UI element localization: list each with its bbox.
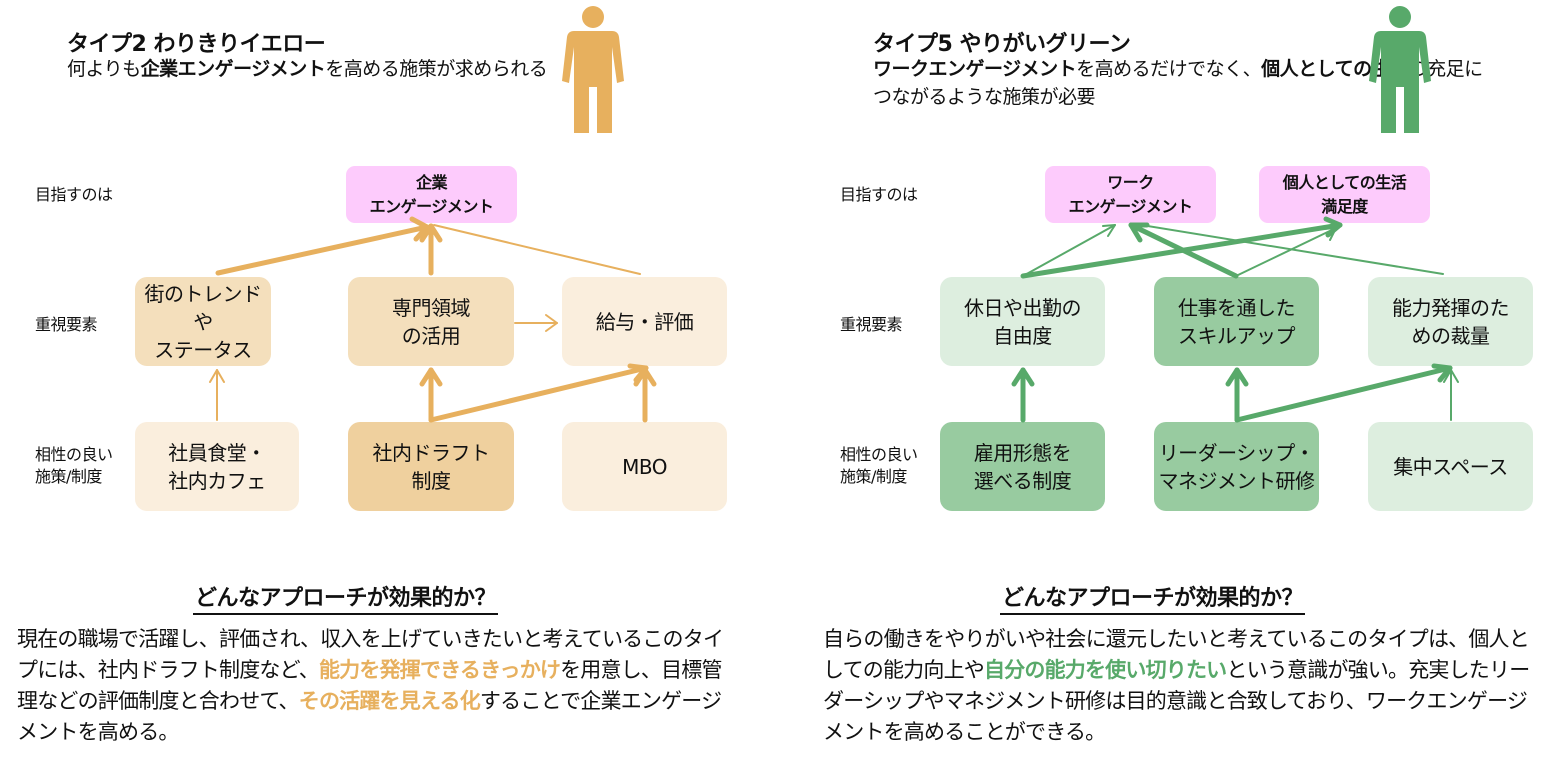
arrow-employment-to-holiday — [1011, 367, 1035, 423]
approach-heading: どんなアプローチが効果的か？ — [193, 580, 499, 615]
subtitle-text: を高めるだけでなく、 — [1076, 58, 1262, 80]
approach-description: 自らの働きをやりがいや社会に還元したいと考えているこのタイプは、個人としての能力… — [823, 624, 1533, 748]
measure-box: 雇用形態を 選べる制度 — [940, 422, 1105, 511]
arrow-draft-to-expertise — [419, 367, 443, 423]
subtitle-bold: ワークエンゲージメント — [873, 58, 1077, 80]
desc-highlight: その活躍を見える化 — [298, 689, 481, 713]
row-label-measures: 相性の良い 施策/制度 — [840, 445, 918, 486]
arrow-expertise-to-salary — [514, 314, 558, 332]
desc-text: 自らの働きをやりがいや社会に還元したいと考えているこのタイプは、個人としての能力… — [823, 627, 1530, 682]
measure-box: 社員食堂・ 社内カフェ — [135, 422, 299, 511]
measure-box: 集中スペース — [1368, 422, 1533, 511]
arrow-salary-to-goal — [433, 224, 641, 275]
row-label-factors: 重視要素 — [35, 315, 98, 334]
arrow-holiday-to-work — [1022, 224, 1116, 277]
arrow-focus-to-discretion — [1443, 369, 1459, 421]
goal-box: ワーク エンゲージメント — [1045, 166, 1216, 223]
goal-box: 企業 エンゲージメント — [346, 166, 517, 223]
approach-heading: どんなアプローチが効果的か？ — [1000, 580, 1306, 615]
arrow-trend-to-goal — [215, 216, 430, 276]
desc-highlight: 能力を発揮できるきっかけ — [318, 658, 561, 682]
row-label-goal: 目指すのは — [35, 185, 113, 204]
factor-box: 能力発揮のた めの裁量 — [1368, 277, 1533, 366]
measure-box: リーダーシップ・ マネジメント研修 — [1154, 422, 1319, 511]
factor-box: 仕事を通した スキルアップ — [1154, 277, 1319, 366]
arrow-leadership-to-skill — [1225, 367, 1249, 423]
desc-text: 現在の職場で活躍し、評価され、収入を上げていきたいと考えているこのタイプには、社… — [17, 627, 724, 682]
desc-text: を用意し、目標管理などの評価制度と合わせて、 — [17, 658, 723, 713]
factor-box: 給与・評価 — [562, 277, 727, 366]
desc-highlight: 自分の能力を使い切りたい — [983, 658, 1227, 682]
arrow-expertise-to-goal — [419, 223, 443, 276]
subtitle-text: を高める施策が求められる — [325, 58, 548, 80]
person-icon — [562, 6, 624, 133]
desc-text: という意識が強い。充実したリーダーシップやマネジメント研修は目的意識と合致してお… — [823, 658, 1530, 744]
subtitle-text: 何よりも — [67, 58, 141, 80]
approach-description: 現在の職場で活躍し、評価され、収入を上げていきたいと考えているこのタイプには、社… — [17, 624, 737, 748]
arrow-cafe-to-trend — [209, 369, 225, 421]
factor-box: 専門領域 の活用 — [348, 277, 514, 366]
subtitle-bold: 企業エンゲージメント — [140, 58, 326, 80]
goal-box: 個人としての生活 満足度 — [1259, 166, 1430, 223]
arrow-mbo-to-salary — [633, 367, 657, 423]
factor-box: 休日や出勤の 自由度 — [940, 277, 1105, 366]
panel-title: タイプ2 わりきりイエロー — [67, 32, 326, 57]
arrow-draft-to-salary — [428, 363, 649, 423]
arrow-skill-to-life — [1235, 227, 1337, 277]
panel-subtitle: 何よりも企業エンゲージメントを高める施策が求められる — [67, 55, 607, 83]
measure-box: 社内ドラフト 制度 — [348, 422, 514, 511]
factor-box: 街のトレンドや ステータス — [135, 277, 271, 366]
desc-text: することで企業エンゲージメントを高める。 — [17, 689, 722, 744]
measure-box: MBO — [562, 422, 727, 511]
row-label-goal: 目指すのは — [840, 185, 918, 204]
arrow-skill-to-work — [1128, 222, 1239, 279]
row-label-factors: 重視要素 — [840, 315, 903, 334]
panel-title: タイプ5 やりがいグリーン — [873, 32, 1131, 57]
arrow-discretion-to-work — [1134, 223, 1444, 275]
person-icon — [1369, 6, 1431, 133]
arrow-holiday-to-life — [1020, 216, 1343, 279]
row-label-measures: 相性の良い 施策/制度 — [35, 445, 113, 486]
arrow-leadership-to-discretion — [1234, 363, 1453, 423]
